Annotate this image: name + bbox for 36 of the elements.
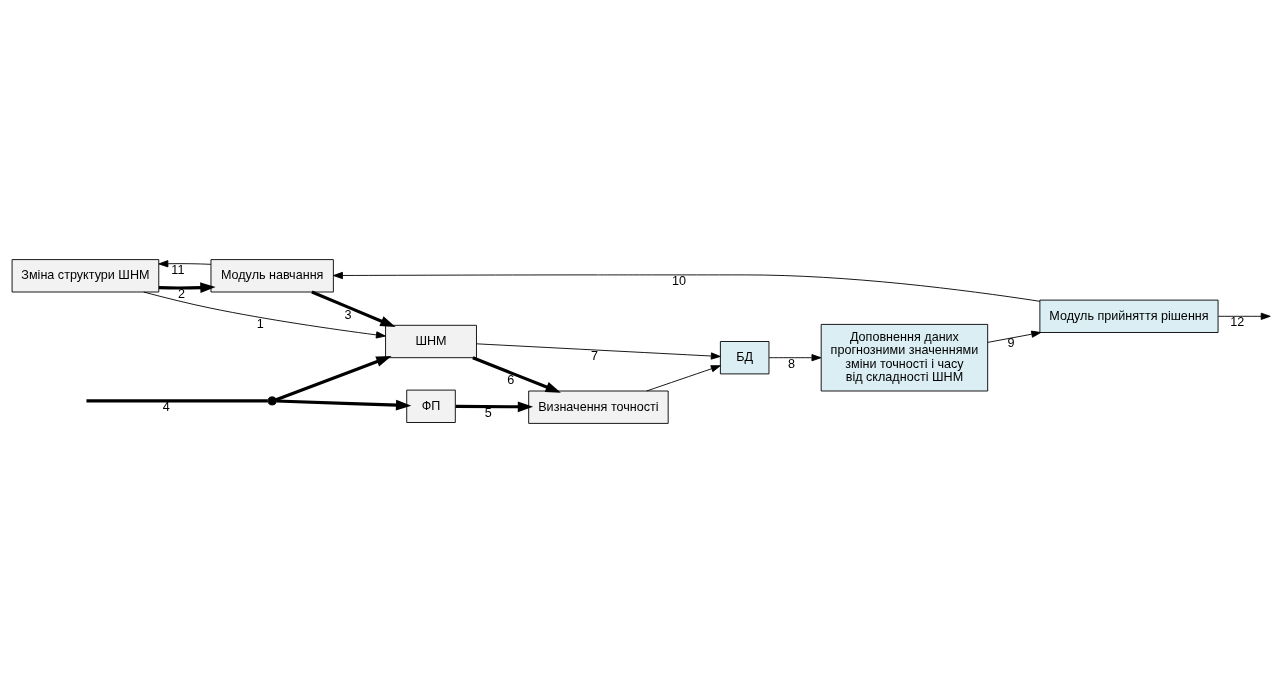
node-box: ШНМ (385, 324, 477, 358)
node-box: Модуль навчання (210, 258, 334, 292)
edge-label: 6 (507, 372, 515, 387)
node-box: БД (719, 340, 770, 374)
arrow (311, 290, 396, 327)
edge-label: 7 (591, 348, 599, 363)
arrow (646, 364, 721, 391)
edge-label: 1 (256, 316, 264, 331)
edge-label: 2 (177, 286, 186, 301)
edge-label: 5 (484, 405, 492, 420)
edge-label: 4 (162, 399, 170, 414)
arrow (472, 355, 561, 393)
arrow (768, 353, 822, 361)
node-box: ФП (406, 389, 456, 423)
edge-label: 12 (1230, 314, 1245, 329)
edge-label: 9 (1007, 335, 1015, 350)
arrow (476, 342, 721, 360)
arrow (143, 291, 386, 338)
edge-label: 10 (671, 273, 686, 288)
arrow (333, 271, 1041, 302)
node-box: Доповнення даних прогнозними значеннями зміни точності і часу від складності ШНМ (820, 323, 989, 391)
arrow (1217, 312, 1271, 320)
node-box: Зміна структури ШНМ (11, 258, 160, 292)
arrow (987, 330, 1042, 343)
edge-label: 8 (788, 356, 796, 371)
node-box: Модуль прийняття рішення (1039, 299, 1219, 333)
node-circle (267, 395, 277, 405)
node-box: Визначення точності (528, 390, 669, 424)
arrow (158, 259, 212, 267)
arrow (275, 355, 392, 401)
arrow (276, 398, 412, 410)
edge-label: 11 (171, 262, 185, 277)
arrow (158, 281, 216, 293)
connector (86, 398, 268, 402)
arrow (455, 400, 534, 412)
edge-label: 3 (344, 307, 352, 322)
